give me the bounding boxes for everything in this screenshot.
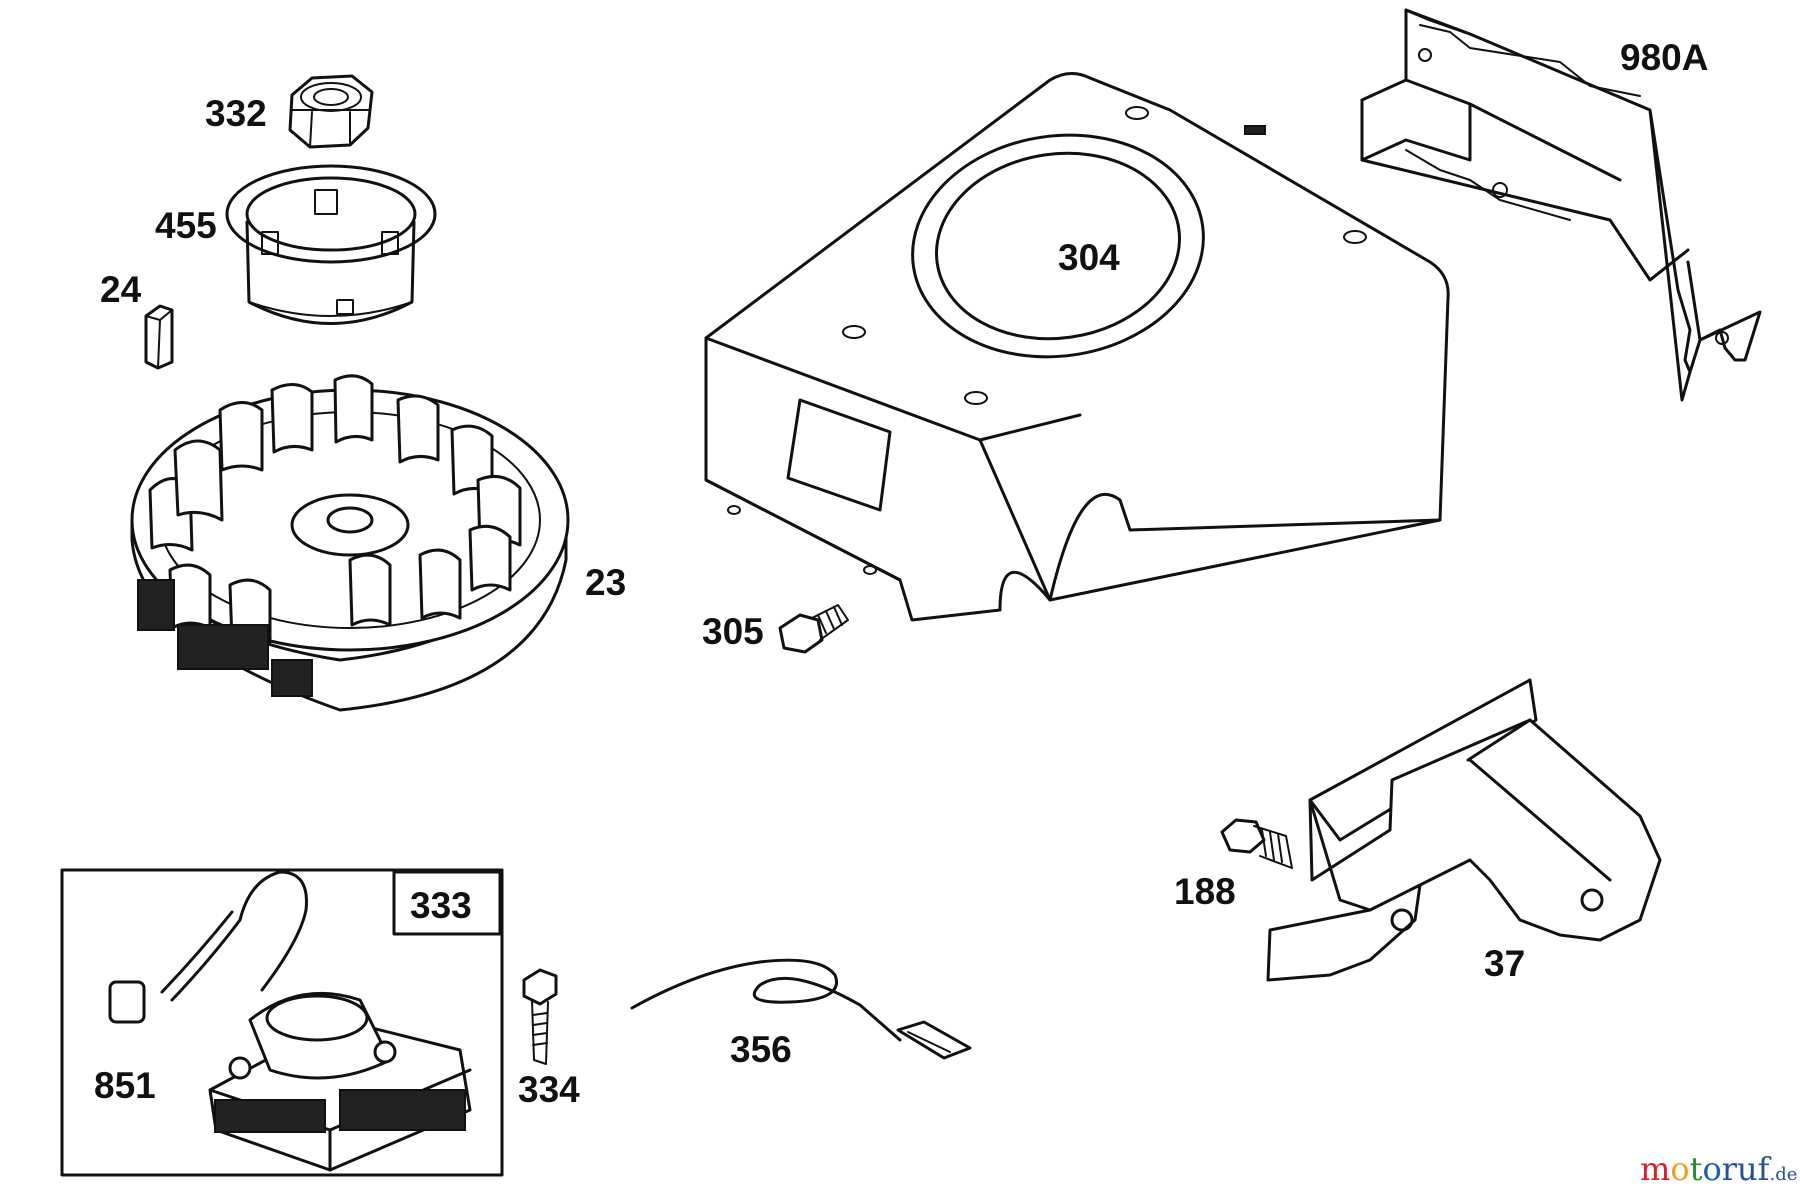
label-333: 333 xyxy=(410,885,472,926)
logo-letter-u: u xyxy=(1737,1150,1758,1188)
part-37-bracket xyxy=(1266,678,1662,982)
label-188: 188 xyxy=(1174,871,1236,912)
label-356: 356 xyxy=(730,1029,792,1070)
label-37: 37 xyxy=(1484,943,1525,984)
logo-letter-m: m xyxy=(1640,1150,1670,1188)
label-304: 304 xyxy=(1058,237,1120,278)
part-980A-bracket xyxy=(1360,8,1762,402)
part-455-starter-cup xyxy=(225,164,437,325)
part-23-flywheel xyxy=(130,374,570,712)
part-188-bolt xyxy=(1220,818,1293,869)
motoruf-watermark-logo: motoruf.de xyxy=(1640,1150,1797,1188)
label-305: 305 xyxy=(702,611,764,652)
logo-letter-r: r xyxy=(1722,1150,1738,1188)
part-333-armature-box xyxy=(60,868,504,1177)
logo-suffix-de: .de xyxy=(1769,1164,1797,1185)
label-455: 455 xyxy=(155,205,217,246)
label-851: 851 xyxy=(94,1065,156,1106)
part-304-blower-housing xyxy=(704,72,1450,622)
label-332: 332 xyxy=(205,93,267,134)
logo-letter-t: t xyxy=(1690,1150,1703,1188)
label-334: 334 xyxy=(518,1069,580,1110)
logo-letter-o2: o xyxy=(1702,1150,1721,1188)
part-334-bolt xyxy=(522,968,558,1065)
part-305-screw xyxy=(778,604,849,654)
label-980A: 980A xyxy=(1620,37,1708,78)
logo-letter-f: f xyxy=(1758,1150,1772,1188)
part-24-flywheel-key xyxy=(144,304,174,370)
part-356-ground-wire xyxy=(630,958,972,1060)
label-24: 24 xyxy=(100,269,142,310)
part-labels: 332 455 24 23 304 305 980A 333 851 334 3… xyxy=(94,37,1708,1110)
label-23: 23 xyxy=(585,562,626,603)
logo-letter-o1: o xyxy=(1670,1150,1689,1188)
part-332-hex-nut xyxy=(288,74,374,149)
